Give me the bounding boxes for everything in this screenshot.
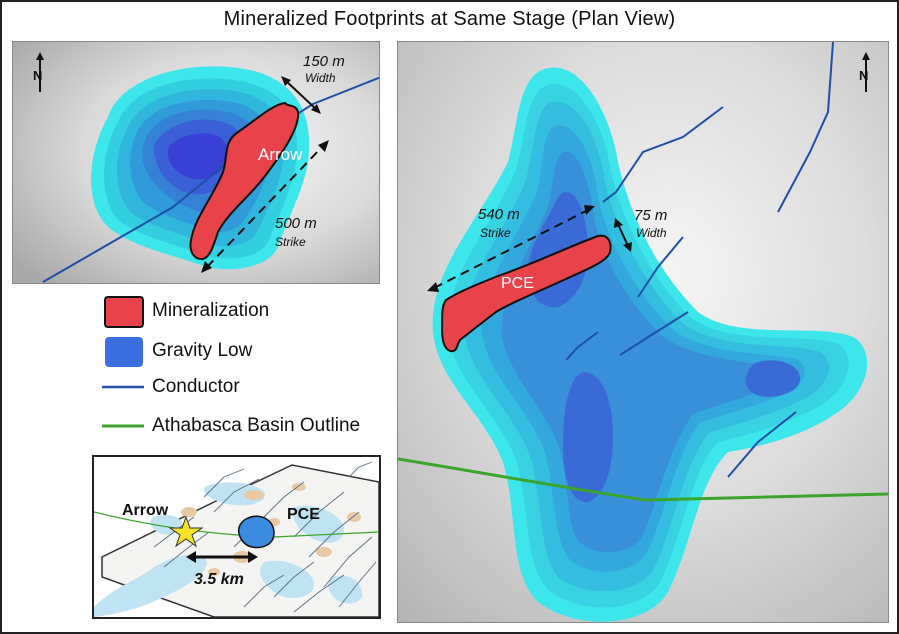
inset-distance-label: 3.5 km — [194, 571, 244, 588]
inset-map-svg: Arrow PCE 3.5 km — [94, 457, 379, 617]
legend-gravity-low-label: Gravity Low — [152, 340, 253, 361]
mineralization-swatch — [104, 296, 144, 328]
location-inset-map: Arrow PCE 3.5 km — [92, 455, 381, 619]
pce-basin-outline — [398, 457, 888, 502]
svg-text:N: N — [33, 68, 42, 83]
basin-outline-swatch — [102, 424, 144, 428]
legend-basin-outline-label: Athabasca Basin Outline — [152, 415, 361, 436]
pce-strike-value: 540 m — [478, 206, 520, 223]
pce-strike-label: Strike — [480, 226, 511, 240]
pce-deposit-label: PCE — [501, 275, 534, 292]
arrow-deposit-label: Arrow — [258, 145, 303, 164]
pce-strike-arrow — [427, 205, 595, 292]
conductor-swatch — [102, 385, 144, 389]
arrow-width-value: 150 m — [303, 53, 345, 70]
inset-pce-blob — [238, 515, 275, 549]
pce-width-value: 75 m — [634, 207, 667, 224]
north-arrow-icon: N — [33, 52, 44, 92]
pce-width-arrow — [614, 218, 632, 252]
figure-title: Mineralized Footprints at Same Stage (Pl… — [223, 8, 676, 30]
pce-width-label: Width — [636, 226, 667, 240]
arrow-strike-value: 500 m — [275, 215, 317, 232]
legend-mineralization-label: Mineralization — [152, 300, 270, 321]
north-arrow-icon: N — [859, 52, 870, 92]
inset-conductors — [153, 461, 377, 613]
legend-conductor-label: Conductor — [152, 376, 240, 397]
inset-pce-label: PCE — [287, 506, 320, 523]
svg-text:N: N — [859, 68, 868, 83]
arrow-mineralization — [189, 101, 300, 261]
gravity-low-swatch — [105, 337, 143, 367]
arrow-width-label: Width — [305, 71, 336, 85]
arrow-width-arrow — [281, 76, 321, 114]
arrow-map-svg: Arrow 150 m Width 500 m Strike N — [13, 42, 379, 283]
pce-plan-map: PCE 540 m Strike 75 m Width N — [397, 41, 889, 623]
arrow-plan-map: Arrow 150 m Width 500 m Strike N — [12, 41, 380, 284]
inset-distance-arrow — [186, 551, 258, 563]
pce-mineralization — [440, 234, 612, 353]
inset-arrow-star-icon — [168, 515, 204, 548]
arrow-strike-label: Strike — [275, 235, 306, 249]
inset-arrow-label: Arrow — [122, 502, 169, 519]
pce-map-svg: PCE 540 m Strike 75 m Width N — [398, 42, 888, 622]
arrow-strike-arrow — [201, 140, 329, 273]
pce-conductors — [565, 42, 834, 478]
